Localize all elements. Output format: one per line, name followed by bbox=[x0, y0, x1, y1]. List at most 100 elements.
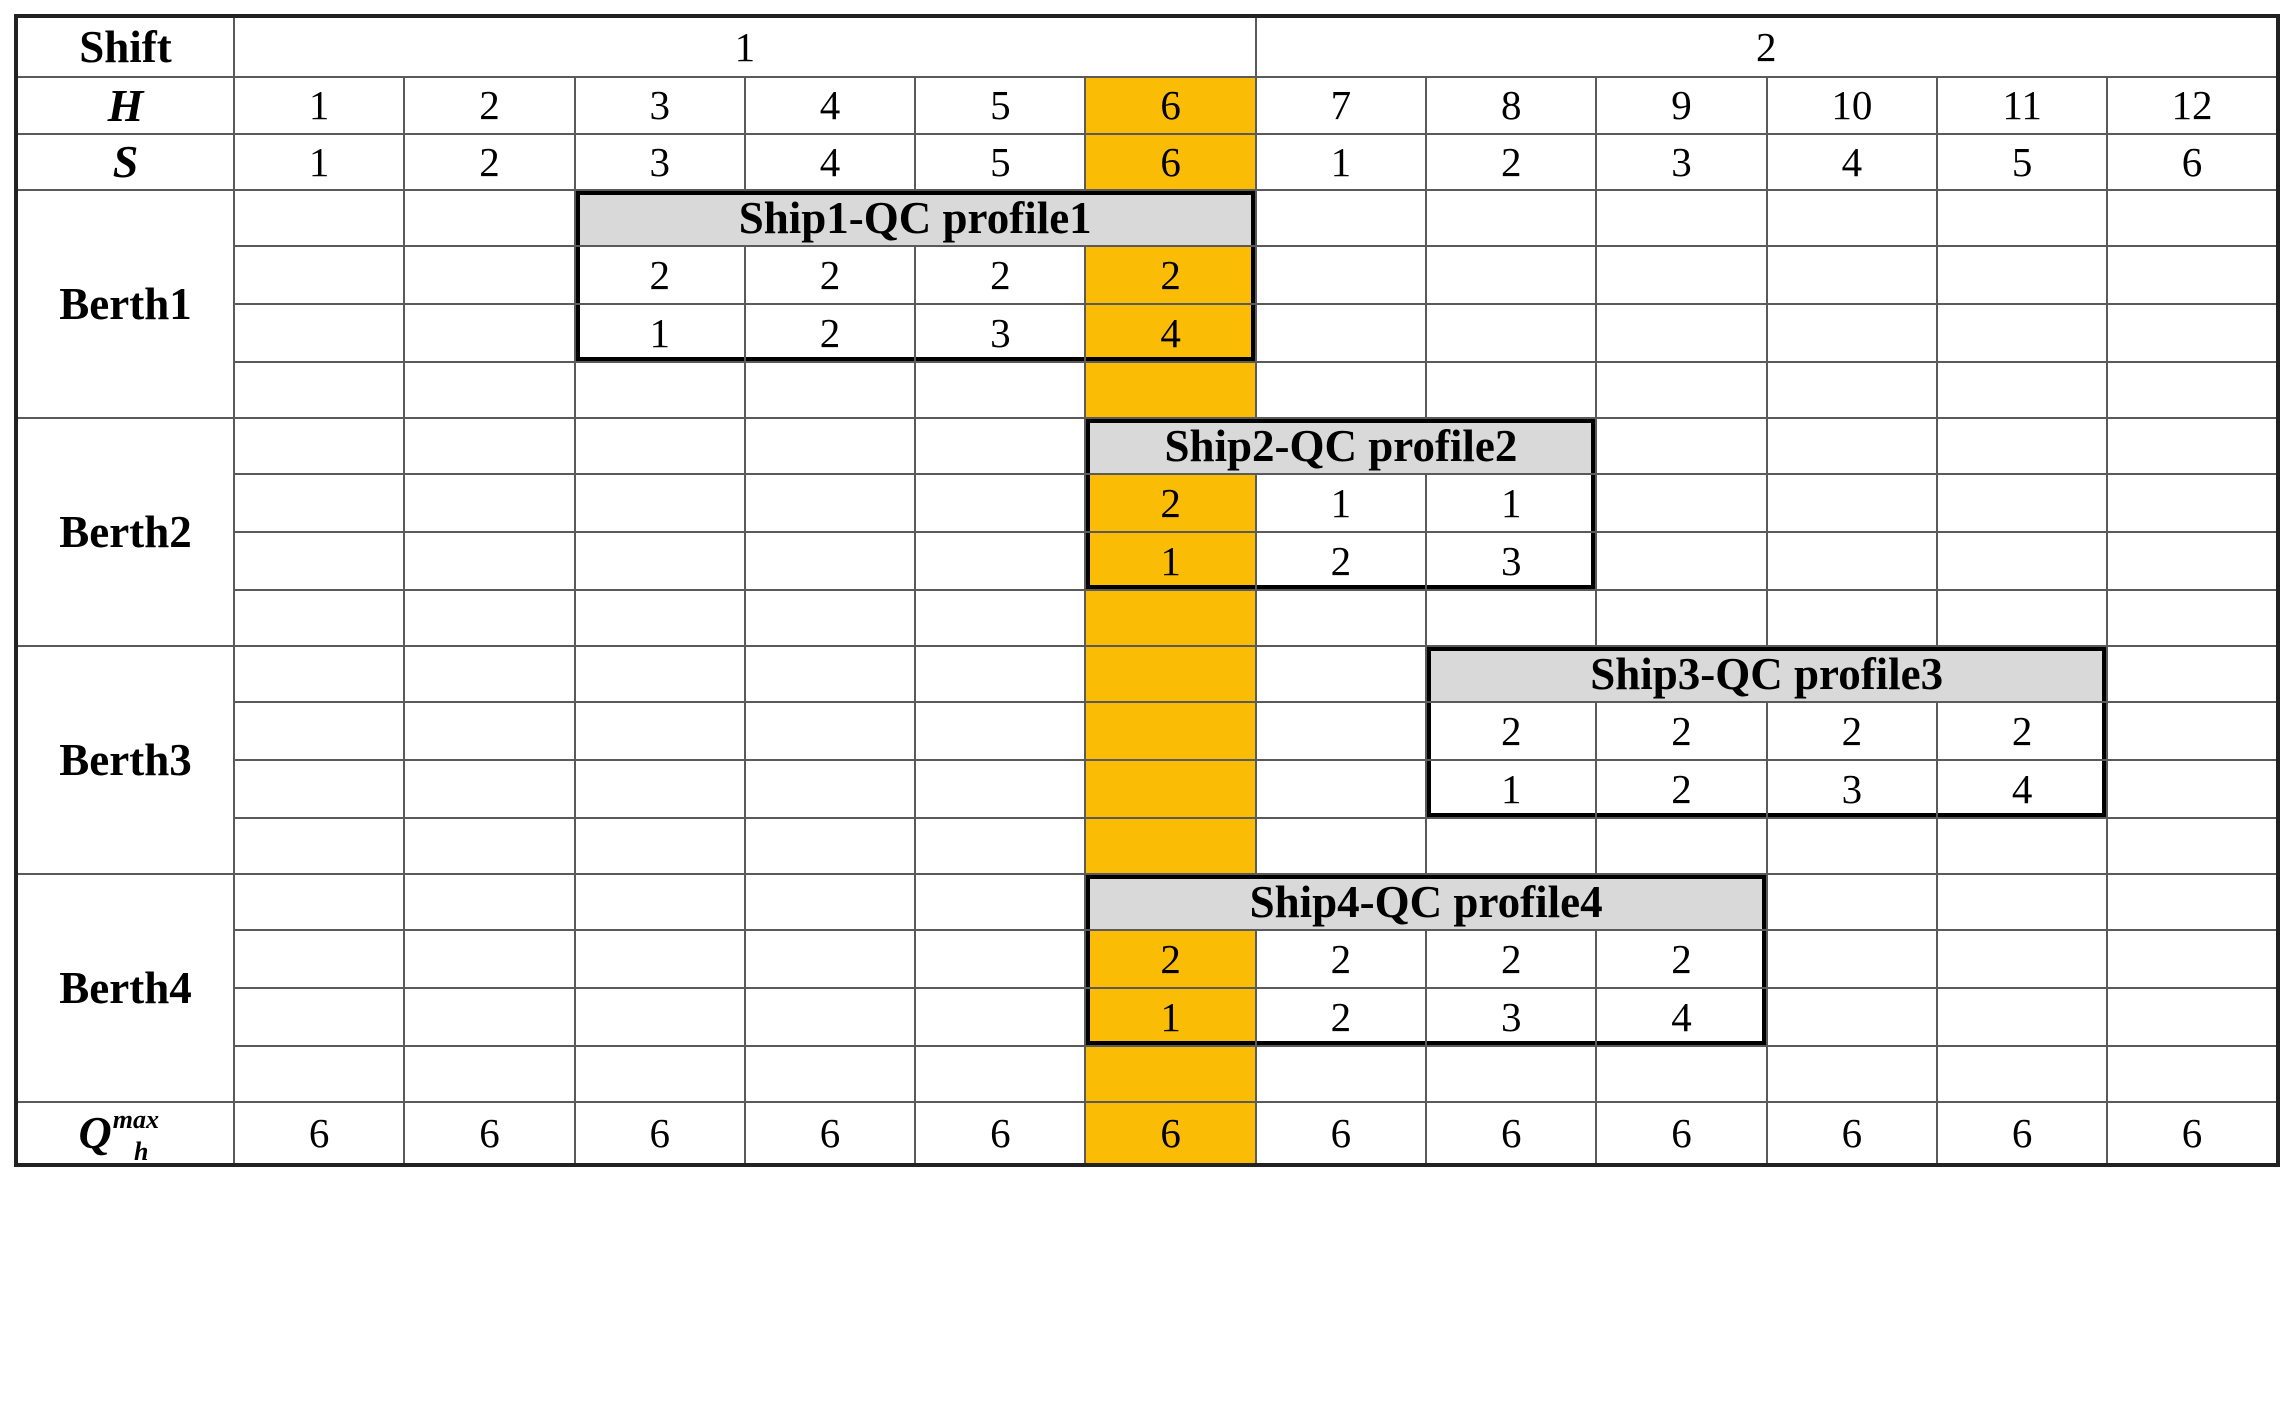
empty-cell-berth1-a8 bbox=[1425, 189, 1598, 247]
berth1-spacer-row bbox=[16, 361, 2279, 419]
highlight-cell-berth3-b6 bbox=[1084, 701, 1257, 761]
qc-index-berth3-h11[interactable]: 4 bbox=[1935, 759, 2109, 819]
empty-cell-berth3-d12 bbox=[2106, 817, 2279, 875]
slot-cell-5[interactable]: 5 bbox=[914, 133, 1087, 191]
qmax-cell-h11[interactable]: 6 bbox=[1935, 1101, 2109, 1166]
empty-cell-berth4-d10 bbox=[1765, 1045, 1938, 1103]
empty-cell-berth4-d7 bbox=[1254, 1045, 1428, 1103]
slot-cell-9[interactable]: 3 bbox=[1595, 133, 1768, 191]
qc-index-berth2-h6[interactable]: 1 bbox=[1084, 531, 1257, 591]
empty-cell-berth2-d12 bbox=[2106, 589, 2279, 647]
qc-count-berth4-h9[interactable]: 2 bbox=[1595, 929, 1768, 989]
slot-cell-10[interactable]: 4 bbox=[1765, 133, 1938, 191]
empty-cell-berth4-c12 bbox=[2106, 987, 2279, 1047]
qmax-cell-h3[interactable]: 6 bbox=[573, 1101, 746, 1166]
empty-cell-berth2-d2 bbox=[403, 589, 576, 647]
qmax-cell-h8[interactable]: 6 bbox=[1425, 1101, 1598, 1166]
empty-cell-berth1-d7 bbox=[1254, 361, 1428, 419]
qmax-cell-h10[interactable]: 6 bbox=[1765, 1101, 1938, 1166]
qc-count-berth3-h9[interactable]: 2 bbox=[1595, 701, 1768, 761]
qmax-cell-h5[interactable]: 6 bbox=[914, 1101, 1087, 1166]
qc-index-berth2-h8[interactable]: 3 bbox=[1425, 531, 1598, 591]
hour-cell-1[interactable]: 1 bbox=[232, 76, 406, 135]
hour-cell-7[interactable]: 7 bbox=[1254, 76, 1428, 135]
empty-cell-berth3-c3 bbox=[573, 759, 746, 819]
qc-count-berth3-h8[interactable]: 2 bbox=[1425, 701, 1598, 761]
qmax-cell-h6[interactable]: 6 bbox=[1084, 1101, 1257, 1166]
qc-count-berth1-h4[interactable]: 2 bbox=[743, 245, 917, 305]
slot-cell-1[interactable]: 1 bbox=[232, 133, 406, 191]
hour-cell-6[interactable]: 6 bbox=[1084, 76, 1257, 135]
qc-index-berth3-h8[interactable]: 1 bbox=[1425, 759, 1598, 819]
slot-cell-7[interactable]: 1 bbox=[1254, 133, 1428, 191]
qc-count-berth1-h6[interactable]: 2 bbox=[1084, 245, 1257, 305]
qmax-label: Qmaxh bbox=[78, 1105, 159, 1166]
hour-cell-8[interactable]: 8 bbox=[1425, 76, 1598, 135]
hour-cell-2[interactable]: 2 bbox=[403, 76, 576, 135]
qmax-cell-h4[interactable]: 6 bbox=[743, 1101, 917, 1166]
slot-cell-12[interactable]: 6 bbox=[2106, 133, 2279, 191]
qc-count-berth1-h5[interactable]: 2 bbox=[914, 245, 1087, 305]
qc-count-berth2-h8[interactable]: 1 bbox=[1425, 473, 1598, 533]
qc-index-berth3-h9[interactable]: 2 bbox=[1595, 759, 1768, 819]
qc-index-berth2-h7[interactable]: 2 bbox=[1254, 531, 1428, 591]
hour-cell-12[interactable]: 12 bbox=[2106, 76, 2279, 135]
empty-cell-berth4-a11 bbox=[1935, 873, 2109, 931]
shift-cell-2[interactable]: 2 bbox=[1254, 15, 2279, 78]
ship-profile-title-2[interactable]: Ship2-QC profile2 bbox=[1084, 417, 1598, 475]
empty-cell-berth1-a2 bbox=[403, 189, 576, 247]
empty-cell-berth1-c7 bbox=[1254, 303, 1428, 363]
hour-cell-10[interactable]: 10 bbox=[1765, 76, 1938, 135]
qmax-cell-h1[interactable]: 6 bbox=[232, 1101, 406, 1166]
empty-cell-berth3-c12 bbox=[2106, 759, 2279, 819]
empty-cell-berth4-b1 bbox=[232, 929, 406, 989]
highlight-cell-berth1-d6 bbox=[1084, 361, 1257, 419]
qc-index-berth4-h9[interactable]: 4 bbox=[1595, 987, 1768, 1047]
qc-index-berth3-h10[interactable]: 3 bbox=[1765, 759, 1938, 819]
qc-index-berth1-h3[interactable]: 1 bbox=[573, 303, 746, 363]
shift-cell-1[interactable]: 1 bbox=[233, 15, 1257, 78]
qc-count-berth4-h8[interactable]: 2 bbox=[1425, 929, 1598, 989]
empty-cell-berth2-c2 bbox=[403, 531, 576, 591]
hour-cell-3[interactable]: 3 bbox=[573, 76, 746, 135]
qmax-cell-h2[interactable]: 6 bbox=[403, 1101, 576, 1166]
slot-cell-2[interactable]: 2 bbox=[403, 133, 576, 191]
qc-count-berth2-h7[interactable]: 1 bbox=[1254, 473, 1428, 533]
slot-cell-6[interactable]: 6 bbox=[1084, 133, 1257, 191]
qc-index-berth1-h4[interactable]: 2 bbox=[743, 303, 917, 363]
hour-cell-11[interactable]: 11 bbox=[1935, 76, 2109, 135]
qc-count-berth3-h11[interactable]: 2 bbox=[1935, 701, 2109, 761]
hour-cell-4[interactable]: 4 bbox=[743, 76, 917, 135]
qmax-cell-h7[interactable]: 6 bbox=[1254, 1101, 1428, 1166]
qc-count-berth2-h6[interactable]: 2 bbox=[1084, 473, 1257, 533]
empty-cell-berth3-d10 bbox=[1765, 817, 1938, 875]
qmax-cell-h12[interactable]: 6 bbox=[2106, 1101, 2279, 1166]
qc-index-berth4-h7[interactable]: 2 bbox=[1254, 987, 1428, 1047]
qc-index-berth4-h6[interactable]: 1 bbox=[1084, 987, 1257, 1047]
qc-index-berth1-h6[interactable]: 4 bbox=[1084, 303, 1257, 363]
qc-count-berth1-h3[interactable]: 2 bbox=[573, 245, 746, 305]
qc-index-berth1-h5[interactable]: 3 bbox=[914, 303, 1087, 363]
hour-cell-5[interactable]: 5 bbox=[914, 76, 1087, 135]
empty-cell-berth3-b2 bbox=[403, 701, 576, 761]
empty-cell-berth2-a9 bbox=[1595, 417, 1768, 475]
highlight-cell-berth2-d6 bbox=[1084, 589, 1257, 647]
slot-cell-8[interactable]: 2 bbox=[1425, 133, 1598, 191]
empty-cell-berth2-c1 bbox=[232, 531, 406, 591]
empty-cell-berth1-d4 bbox=[743, 361, 917, 419]
slot-cell-4[interactable]: 4 bbox=[743, 133, 917, 191]
ship-profile-title-1[interactable]: Ship1-QC profile1 bbox=[573, 189, 1257, 247]
qc-count-berth4-h6[interactable]: 2 bbox=[1084, 929, 1257, 989]
slot-cell-11[interactable]: 5 bbox=[1935, 133, 2109, 191]
empty-cell-berth1-d11 bbox=[1935, 361, 2109, 419]
ship-profile-title-3[interactable]: Ship3-QC profile3 bbox=[1425, 645, 2109, 703]
empty-cell-berth1-c10 bbox=[1765, 303, 1938, 363]
ship-profile-title-4[interactable]: Ship4-QC profile4 bbox=[1084, 873, 1768, 931]
qc-index-berth4-h8[interactable]: 3 bbox=[1425, 987, 1598, 1047]
hour-cell-9[interactable]: 9 bbox=[1595, 76, 1768, 135]
qmax-cell-h9[interactable]: 6 bbox=[1595, 1101, 1768, 1166]
qc-count-berth4-h7[interactable]: 2 bbox=[1254, 929, 1428, 989]
slot-cell-3[interactable]: 3 bbox=[573, 133, 746, 191]
qc-count-berth3-h10[interactable]: 2 bbox=[1765, 701, 1938, 761]
